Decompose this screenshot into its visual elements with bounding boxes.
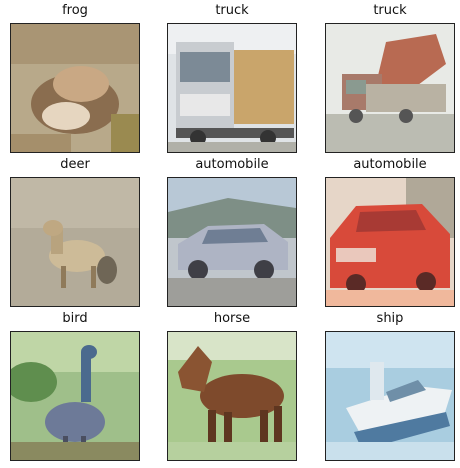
image-label: automobile	[353, 157, 427, 172]
bird-image	[10, 331, 140, 461]
horse-image	[167, 331, 297, 461]
image-label: frog	[62, 3, 88, 18]
frog-image	[10, 23, 140, 153]
image-label: automobile	[195, 157, 269, 172]
image-label: truck	[373, 3, 407, 18]
automobile-image	[325, 177, 455, 307]
image-label: deer	[60, 157, 90, 172]
image-label: ship	[376, 311, 404, 326]
image-label: truck	[215, 3, 249, 18]
ship-image	[325, 331, 455, 461]
truck-image	[167, 23, 297, 153]
image-label: horse	[213, 311, 251, 326]
automobile-image	[167, 177, 297, 307]
deer-image	[10, 177, 140, 307]
image-label: bird	[62, 311, 88, 326]
truck-image	[325, 23, 455, 153]
